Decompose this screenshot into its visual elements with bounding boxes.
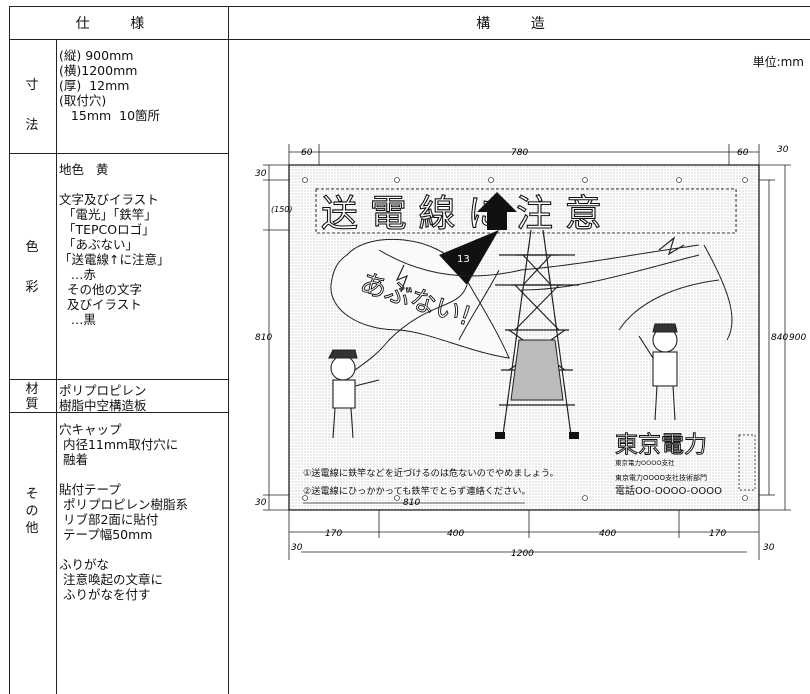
contact-line-3: 電話OO-OOOO-OOOO (615, 484, 722, 497)
child-left (328, 349, 380, 439)
contact-line-2: 東京電力OOOO支社技術部門 (615, 473, 707, 482)
row-line-1 (9, 153, 229, 154)
spec-dimensions: (縦) 900mm (横)1200mm (厚) 12mm (取付穴) 15mm … (59, 48, 161, 123)
contact-line-1: 東京電力OOOO支社 (615, 458, 675, 467)
spec-color: 地色 黄 文字及びイラスト 「電光」「鉄竿」 「TEPCOロゴ」 「あぶない」 … (59, 162, 170, 327)
dim-bottom-total: 1200 (511, 549, 534, 559)
header-line (9, 39, 810, 41)
sign-board (288, 164, 760, 511)
category-dimensions: 寸 法 (25, 78, 39, 134)
dim-left-banner: (150) (271, 205, 293, 214)
unit-label: 単位:mm (752, 55, 804, 69)
dim-bottom-left: 30 (291, 543, 303, 553)
banner-arrow (477, 192, 517, 230)
tower-warning-panel (510, 339, 564, 401)
logo-box (738, 434, 756, 491)
column-divider (228, 6, 230, 694)
row-line-2 (9, 379, 229, 380)
dim-bottom-right: 30 (763, 543, 775, 553)
dimension-lines (263, 144, 791, 560)
category-material: 材 質 (25, 382, 39, 412)
category-other: そ の 他 (25, 487, 39, 536)
dim-bottom-4: 170 (709, 529, 726, 539)
dim-left-bottom: 30 (255, 498, 267, 508)
lightning-bolt-2 (395, 264, 409, 293)
category-divider (56, 40, 57, 694)
power-lines (378, 244, 733, 341)
banner-frame (315, 188, 737, 234)
dim-left-main: 810 (255, 333, 272, 343)
dim-right-top: 30 (777, 145, 789, 155)
category-color: 色 彩 (25, 240, 39, 296)
dim-right-outer: 900 (789, 333, 806, 343)
structure-header: 構 造 (476, 16, 563, 32)
tower-foot-right (569, 432, 579, 439)
mounting-holes (302, 177, 748, 501)
dim-bottom-3: 400 (599, 529, 616, 539)
dim-bottom-1: 170 (325, 529, 342, 539)
spec-sheet: 仕 様 構 造 寸 法 (縦) 900mm (横)1200mm (厚) 12mm… (9, 6, 810, 694)
note-1: ①送電線に鉄竿などを近づけるのは危ないのでやめましょう。 (303, 467, 559, 479)
spec-header: 仕 様 (75, 16, 163, 32)
tower-foot-left (495, 432, 505, 439)
frame-top-line (9, 6, 810, 8)
frame-left-line (9, 6, 11, 694)
sign-drawing: 送 電 線 に 注 意 あぶない! 13 (255, 144, 806, 560)
dim-top-right: 60 (737, 148, 749, 158)
spec-material: ポリプロピレン 樹脂中空構造板 (59, 383, 147, 413)
dim-right-inner: 840 (771, 333, 788, 343)
lightning-bolt (658, 236, 685, 256)
dim-left-top: 30 (255, 169, 267, 179)
note-2: ②送電線にひっかかっても鉄竿でとらず連絡ください。 (303, 485, 531, 497)
spec-other: 穴キャップ 内径11mm取付穴に 融着 貼付テープ ポリプロピレン樹脂系 リブ部… (59, 422, 188, 602)
child-right (638, 323, 678, 421)
dim-top-mid: 780 (511, 148, 528, 158)
transmission-tower (495, 229, 579, 436)
dim-bottom-2: 400 (447, 529, 464, 539)
row-line-3 (9, 412, 229, 413)
kite (439, 230, 499, 285)
banner-text: 送 電 線 に 注 意 (321, 192, 602, 235)
company-name: 東京電力 (615, 432, 707, 458)
dim-top-left: 60 (301, 148, 313, 158)
kite-number: 13 (457, 254, 470, 265)
dim-note-width: 810 (403, 498, 420, 508)
speech-bubble (330, 238, 510, 359)
